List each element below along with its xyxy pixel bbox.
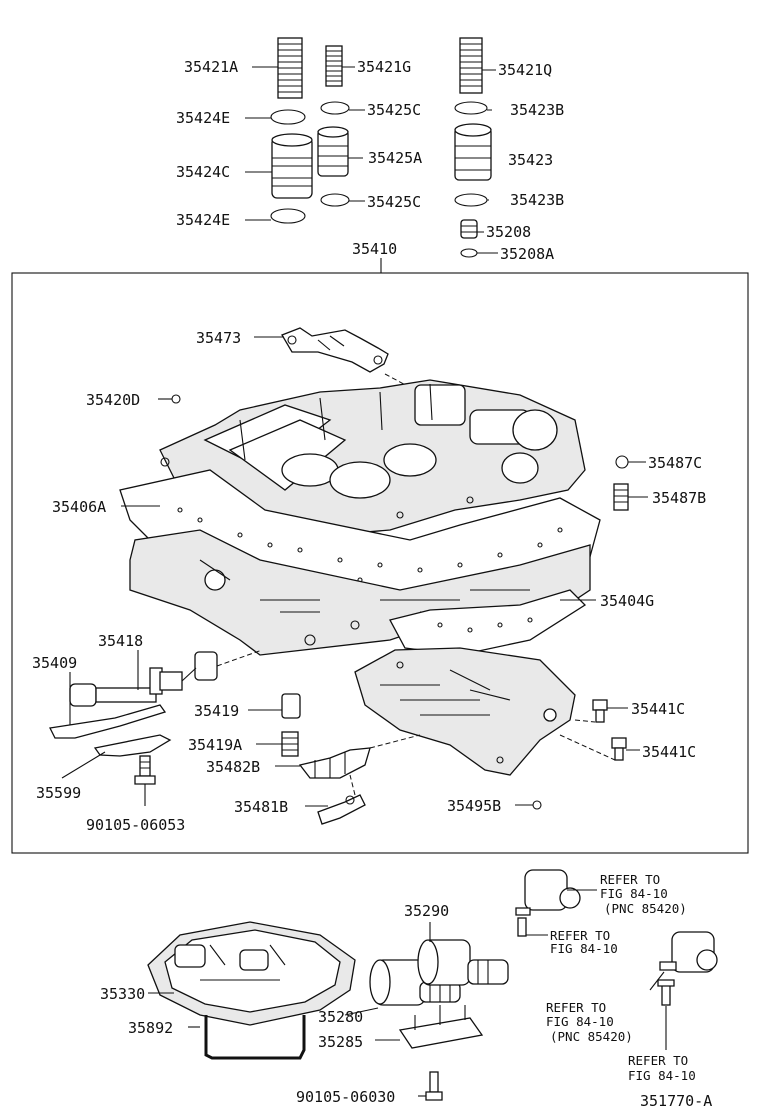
label-35423: 35423: [508, 151, 553, 169]
label-35420D: 35420D: [86, 391, 140, 409]
refer-note-3-line3: (PNC 85420): [550, 1029, 633, 1044]
clip-35481B: [317, 794, 366, 825]
bolt-35441C-lower: [611, 737, 627, 761]
label-35419: 35419: [194, 702, 239, 720]
label-35409: 35409: [32, 654, 77, 672]
plug-35208: [460, 219, 478, 239]
damper-35419: [281, 693, 301, 719]
oring-35424E-upper: [270, 109, 306, 125]
label-35473: 35473: [196, 329, 241, 347]
label-35487B: 35487B: [652, 489, 706, 507]
label-35421Q: 35421Q: [498, 61, 552, 79]
label-35424C: 35424C: [176, 163, 230, 181]
spring-35419A: [281, 731, 299, 757]
oring-35423B-upper: [454, 101, 488, 115]
solenoid-35290: [417, 939, 509, 986]
refer-note-2-line2: FIG 84-10: [550, 941, 618, 956]
lower-body-plate: [354, 647, 576, 776]
ball-35420D: [171, 394, 181, 404]
refer-note-1-line1: REFER TO: [600, 872, 660, 887]
bolt-90105-06030: [425, 1071, 443, 1101]
oring-35425C-upper: [320, 101, 350, 115]
refer-note-3-line2: FIG 84-10: [546, 1014, 614, 1029]
spring-35421A: [277, 37, 303, 99]
oring-35423B-lower: [454, 193, 488, 207]
sleeve-35424C: [271, 133, 313, 199]
label-35406A: 35406A: [52, 498, 106, 516]
solenoid-ref-upper: [515, 869, 581, 937]
valve-35418: [69, 651, 218, 707]
ball-35495B: [532, 800, 542, 810]
label-90105-06030: 90105-06030: [296, 1088, 395, 1106]
refer-note-4-line1: REFER TO: [628, 1053, 688, 1068]
label-35421A: 35421A: [184, 58, 238, 76]
solenoid-35280: [369, 959, 461, 1006]
solenoid-ref-lower: [657, 931, 718, 1006]
spring-35421Q: [459, 37, 483, 94]
bolt-90105-06053: [134, 755, 156, 785]
bolt-35441C-upper: [592, 699, 608, 723]
figure-id: 351770-A: [640, 1092, 712, 1110]
oring-35424E-lower: [270, 208, 306, 224]
upper-valve-body-35406A: [159, 379, 586, 536]
label-35487C: 35487C: [648, 454, 702, 472]
clip-35482B: [298, 747, 371, 779]
label-35481B: 35481B: [234, 798, 288, 816]
label-35421G: 35421G: [357, 58, 411, 76]
label-35280: 35280: [318, 1008, 363, 1026]
sleeve-35425A: [317, 126, 349, 177]
retainer-35409: [49, 704, 167, 739]
label-35423B-lower: 35423B: [510, 191, 564, 209]
label-35208A: 35208A: [500, 245, 554, 263]
ball-35487C: [615, 455, 629, 469]
label-35410: 35410: [352, 240, 397, 258]
label-35495B: 35495B: [447, 797, 501, 815]
label-35424E-upper: 35424E: [176, 109, 230, 127]
label-35419A: 35419A: [188, 736, 242, 754]
oring-35425C-lower: [320, 193, 350, 207]
tube-35892: [204, 1015, 306, 1060]
plate-35473: [281, 327, 389, 373]
label-35441C-upper: 35441C: [631, 700, 685, 718]
label-35425A: 35425A: [368, 149, 422, 167]
label-35285: 35285: [318, 1033, 363, 1051]
bracket-35285: [398, 1005, 484, 1049]
refer-note-4-line2: FIG 84-10: [628, 1068, 696, 1083]
label-35425C-lower: 35425C: [367, 193, 421, 211]
spring-35487B: [613, 483, 629, 511]
oring-35208A: [460, 248, 478, 258]
refer-note-2-line1: REFER TO: [550, 928, 610, 943]
oil-pan-35330: [147, 921, 356, 1026]
label-35290: 35290: [404, 902, 449, 920]
label-90105-06053: 90105-06053: [86, 816, 185, 834]
refer-note-3-line1: REFER TO: [546, 1000, 606, 1015]
label-35482B: 35482B: [206, 758, 260, 776]
label-35441C-lower: 35441C: [642, 743, 696, 761]
label-35330: 35330: [100, 985, 145, 1003]
sleeve-35423: [454, 123, 492, 181]
label-35208: 35208: [486, 223, 531, 241]
plate-35599: [93, 734, 172, 757]
label-35424E-lower: 35424E: [176, 211, 230, 229]
refer-note-1-line2: FIG 84-10: [600, 886, 668, 901]
label-35418: 35418: [98, 632, 143, 650]
label-35599: 35599: [36, 784, 81, 802]
label-35423B-upper: 35423B: [510, 101, 564, 119]
label-35404G: 35404G: [600, 592, 654, 610]
label-35425C-upper: 35425C: [367, 101, 421, 119]
assembly-frame-35410: [11, 272, 749, 854]
spring-35421G: [325, 45, 343, 87]
refer-note-1-line3: (PNC 85420): [604, 901, 687, 916]
label-35892: 35892: [128, 1019, 173, 1037]
